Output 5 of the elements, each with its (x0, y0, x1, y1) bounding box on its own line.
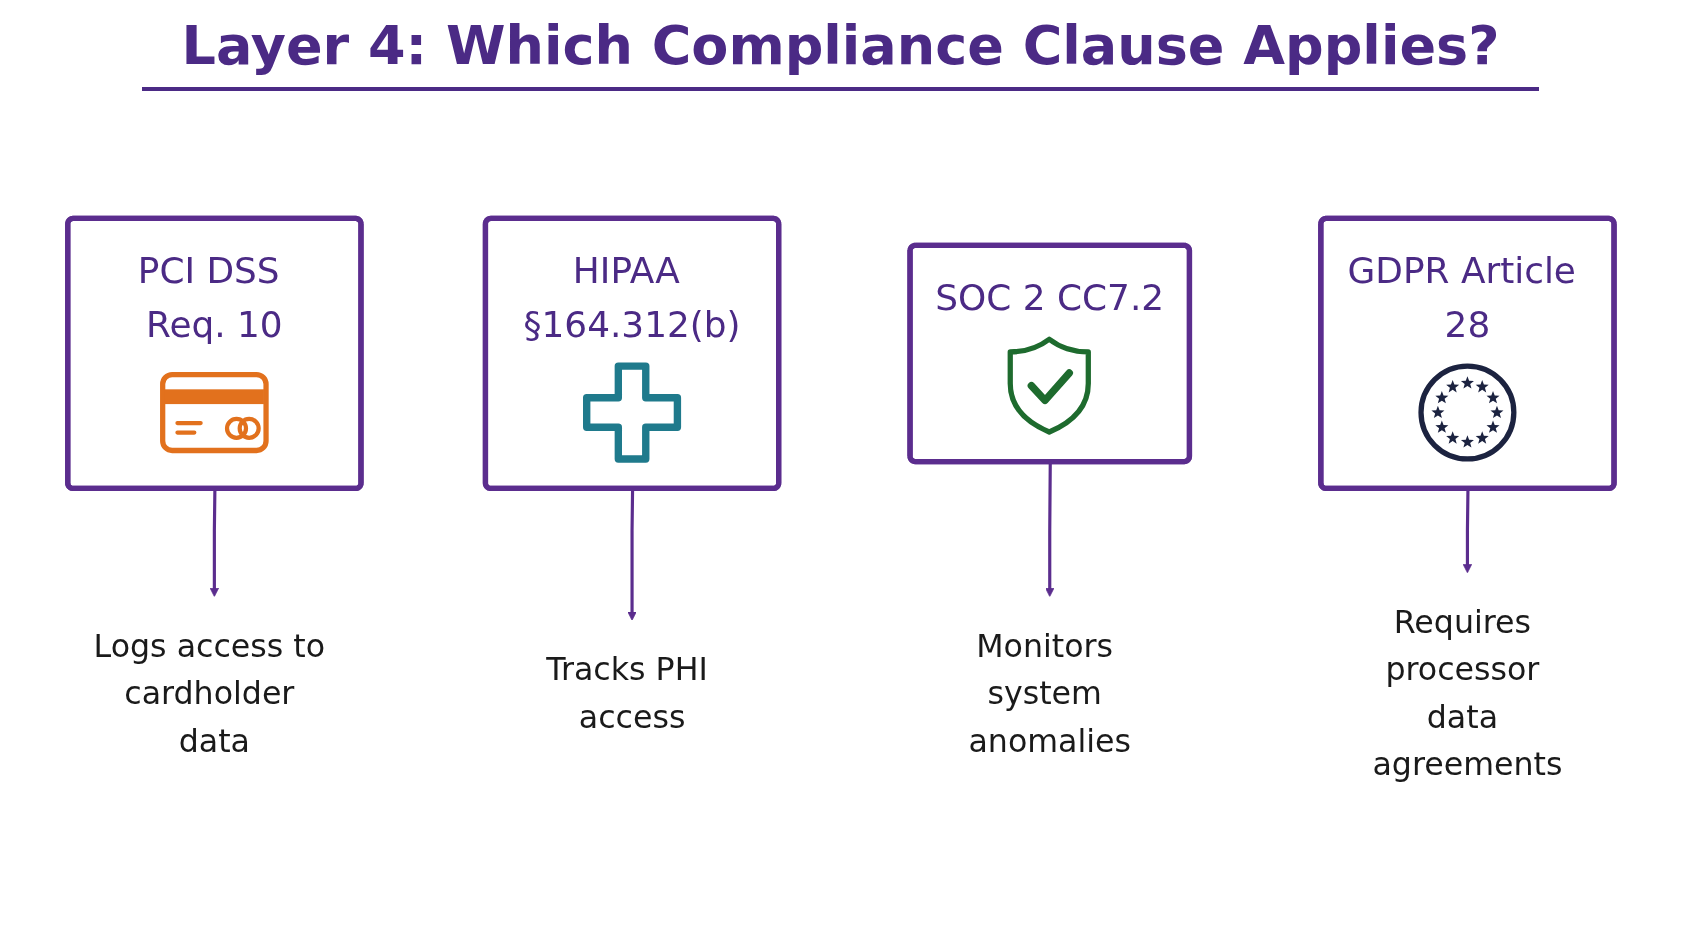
node-text: Monitors system anomalies (968, 626, 1131, 759)
node-text: Requires processor data agreements (1372, 603, 1562, 783)
title: Layer 4: Which Compliance Clause Applies? (141, 14, 1540, 91)
node-text: Tracks PHI access (545, 650, 708, 735)
node-text: Logs access to cardholder data (93, 626, 325, 759)
